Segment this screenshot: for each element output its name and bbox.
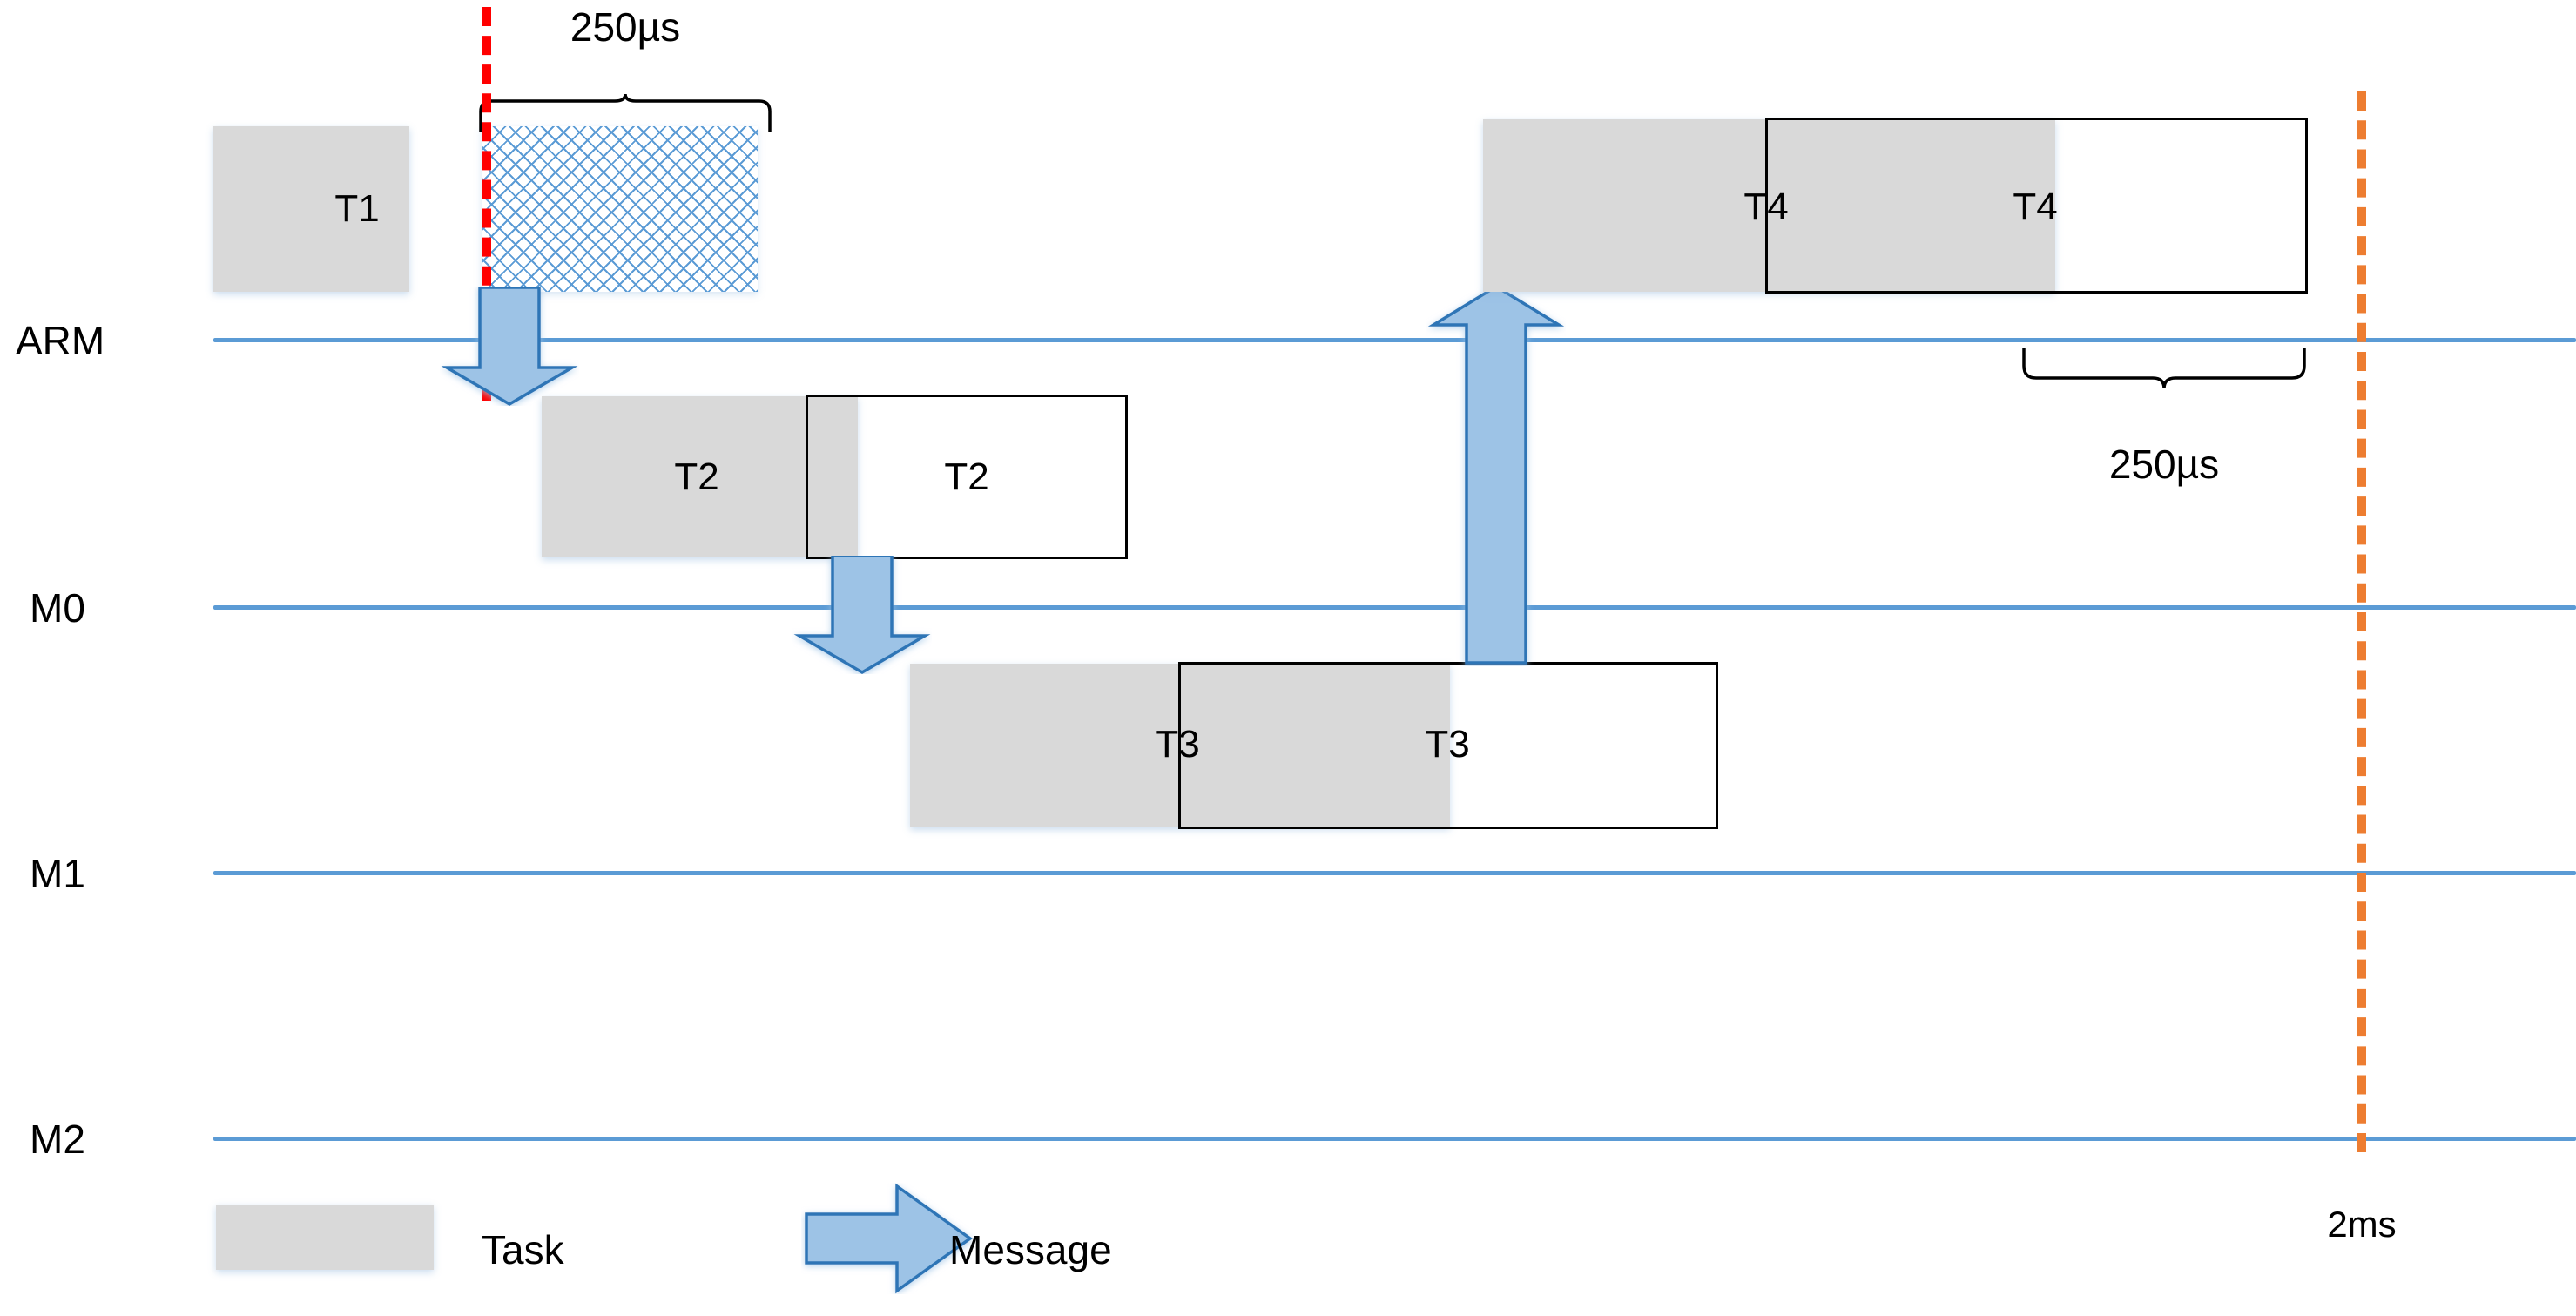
dimension-brace-right <box>2022 348 2306 389</box>
orange-deadline-marker-line <box>2357 91 2366 1152</box>
deadline-label: 2ms <box>2327 1204 2397 1245</box>
task-label-t2-left: T2 <box>674 456 719 498</box>
task-t2-outline-block <box>806 395 1128 559</box>
message-arrow-m1-to-arm <box>1427 284 1565 665</box>
task-label-t3-left: T3 <box>1155 723 1200 766</box>
legend-message-arrow-icon <box>805 1183 974 1294</box>
task-t1-block <box>213 126 409 292</box>
message-arrow-m0-to-m1 <box>793 556 931 674</box>
lane-label-m2: M2 <box>30 1117 85 1162</box>
task-t4-block <box>1483 119 2055 292</box>
task-label-t3-right: T3 <box>1425 723 1470 766</box>
task-label-t4-left: T4 <box>1743 186 1789 228</box>
task-label-t2-right: T2 <box>944 456 989 498</box>
task-t2-block <box>542 396 858 557</box>
lane-line-m0 <box>213 605 2576 610</box>
lane-line-m2 <box>213 1137 2576 1141</box>
t1-overrun-hatched-region <box>482 126 758 292</box>
task-t4-outline-block <box>1765 118 2308 294</box>
lane-label-m0: M0 <box>30 585 85 631</box>
lane-line-m1 <box>213 871 2576 875</box>
lane-label-arm: ARM <box>16 318 105 363</box>
dimension-label-right: 250µs <box>2108 442 2220 487</box>
legend-task-swatch <box>216 1205 434 1270</box>
task-label-t4-right: T4 <box>2013 186 2058 228</box>
legend-task-label: Task <box>482 1227 564 1272</box>
legend-message-label: Message <box>949 1227 1112 1272</box>
task-label-t1: T1 <box>334 187 380 230</box>
lane-label-m1: M1 <box>30 851 85 896</box>
task-t3-outline-block <box>1178 662 1718 829</box>
dimension-brace-top <box>479 94 772 132</box>
red-dashed-marker-line <box>482 7 491 401</box>
dimension-label-top: 250µs <box>570 4 681 50</box>
lane-line-arm <box>213 338 2576 342</box>
message-arrow-arm-to-m0 <box>441 287 578 406</box>
